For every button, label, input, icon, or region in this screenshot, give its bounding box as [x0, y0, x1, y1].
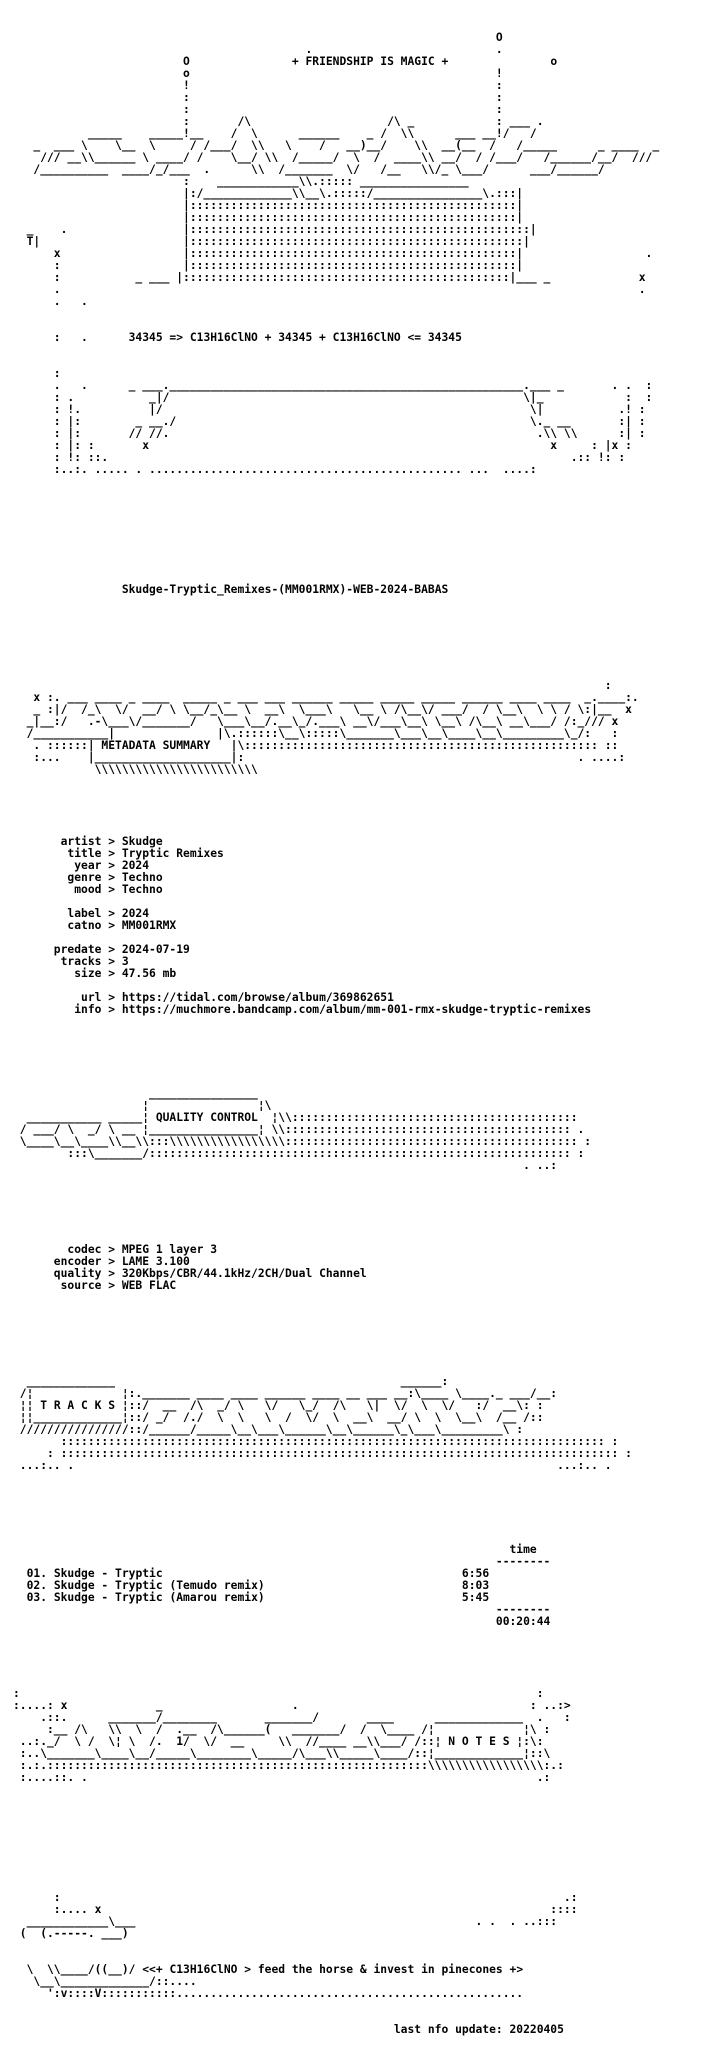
meta-row-catno: catno > MM001RMX — [13, 919, 177, 932]
time-header: time — [509, 1543, 537, 1556]
release-name: Skudge-Tryptic_Remixes-(MM001RMX)-WEB-20… — [121, 583, 449, 596]
quality-list: codec > MPEG 1 layer 3 encoder > LAME 3.… — [13, 1244, 712, 1292]
quality-codec: MPEG 1 layer 3 — [121, 1243, 218, 1256]
track-row: 03. Skudge - Tryptic (Amarou remix) 5:45 — [13, 1592, 712, 1604]
meta-row-url: url > https://tidal.com/browse/album/369… — [13, 991, 394, 1004]
meta-title: Tryptic Remixes — [121, 847, 224, 860]
quality-encoder: LAME 3.100 — [121, 1255, 190, 1268]
quality-row-quality: quality > 320Kbps/CBR/44.1kHz/2CH/Dual C… — [13, 1267, 367, 1280]
meta-genre: Techno — [121, 871, 163, 884]
motto-suffix: +> — [509, 1963, 524, 1976]
release-name-line: Skudge-Tryptic_Remixes-(MM001RMX)-WEB-20… — [13, 584, 712, 596]
track-number: 03. — [26, 1591, 48, 1604]
metadata-list: artist > Skudge title > Tryptic Remixes … — [13, 836, 712, 1016]
meta-row-title: title > Tryptic Remixes — [13, 847, 224, 860]
quality-quality: 320Kbps/CBR/44.1kHz/2CH/Dual Channel — [121, 1267, 367, 1280]
quality-source: WEB FLAC — [121, 1279, 177, 1292]
meta-predate: 2024-07-19 — [121, 943, 190, 956]
meta-info-link[interactable]: https://muchmore.bandcamp.com/album/mm-0… — [121, 1003, 592, 1016]
meta-artist: Skudge — [121, 835, 163, 848]
meta-catno: MM001RMX — [121, 919, 177, 932]
nfo-document: O . . O + FRIENDSHIP IS MAGIC + o o — [13, 8, 712, 2060]
motto-prefix: <<+ C13H16ClNO > — [142, 1963, 252, 1976]
header-logo-art: O . . O + FRIENDSHIP IS MAGIC + o o — [13, 31, 660, 308]
quality-row-encoder: encoder > LAME 3.100 — [13, 1255, 190, 1268]
meta-row-artist: artist > Skudge — [13, 835, 163, 848]
header-frame-art: : . . _ ___.____________________________… — [13, 367, 653, 476]
meta-label: 2024 — [121, 907, 150, 920]
footer-update-line: last nfo update: 20220405 — [13, 2024, 712, 2036]
notes-logo-art: : ::....: x _ . : ..:> .::. _______/____… — [13, 1687, 571, 1784]
meta-tracks: 3 — [121, 955, 129, 968]
formula-line: : . 34345 => C13H16ClNO + 34345 + C13H16… — [13, 331, 462, 344]
meta-row-info: info > https://muchmore.bandcamp.com/alb… — [13, 1003, 592, 1016]
meta-row-label: label > 2024 — [13, 907, 150, 920]
meta-row-genre: genre > Techno — [13, 871, 163, 884]
quality-row-source: source > WEB FLAC — [13, 1279, 177, 1292]
meta-row-predate: predate > 2024-07-19 — [13, 943, 190, 956]
total-time: 00:20:44 — [495, 1615, 551, 1628]
tagline: + FRIENDSHIP IS MAGIC + — [291, 55, 449, 68]
tracklist-total-row: 00:20:44 — [13, 1616, 712, 1628]
meta-size: 47.56 mb — [121, 967, 177, 980]
footer-motto-line: \ \\____/((__)/ <<+ C13H16ClNO > feed th… — [13, 1963, 524, 2000]
meta-mood: Techno — [121, 883, 163, 896]
track-time: 5:45 — [461, 1591, 490, 1604]
formula-text: 34345 => C13H16ClNO + 34345 + C13H16ClNO… — [128, 331, 462, 344]
meta-row-year: year > 2024 — [13, 859, 150, 872]
meta-row-size: size > 47.56 mb — [13, 967, 177, 980]
tracklist: time -------- 01. Skudge - Tryptic 6:56 … — [13, 1544, 712, 1628]
quality-logo-art: ________________ ¦ ¦\ ___________ _____¦… — [13, 1087, 592, 1172]
tracks-logo-art: _____________ ______: /¦ ¦:._______ ____… — [13, 1375, 632, 1472]
track-name: Skudge - Tryptic (Amarou remix) — [53, 1591, 265, 1604]
tracklist-divider-bottom: -------- — [13, 1603, 551, 1616]
footer-art: : .: :.... x :::: ____________\___ — [13, 1891, 578, 1940]
quality-row-codec: codec > MPEG 1 layer 3 — [13, 1243, 218, 1256]
meta-url-link[interactable]: https://tidal.com/browse/album/369862651 — [121, 991, 394, 1004]
tracklist-time-header: time — [13, 1544, 712, 1556]
metadata-title: METADATA SUMMARY — [101, 739, 211, 752]
footer-motto: feed the horse & invest in pinecones — [257, 1963, 503, 1976]
quality-title: QUALITY CONTROL — [155, 1111, 258, 1124]
meta-row-tracks: tracks > 3 — [13, 955, 129, 968]
tracks-title: T R A C K S — [40, 1399, 116, 1412]
notes-title: N O T E S — [448, 1735, 510, 1748]
meta-row-mood: mood > Techno — [13, 883, 163, 896]
metadata-logo-art: : x :. ___ ____ _ ____ _____ _ ___ ___ _… — [13, 679, 639, 776]
meta-year: 2024 — [121, 859, 150, 872]
update-stamp: last nfo update: 20220405 — [393, 2023, 564, 2036]
